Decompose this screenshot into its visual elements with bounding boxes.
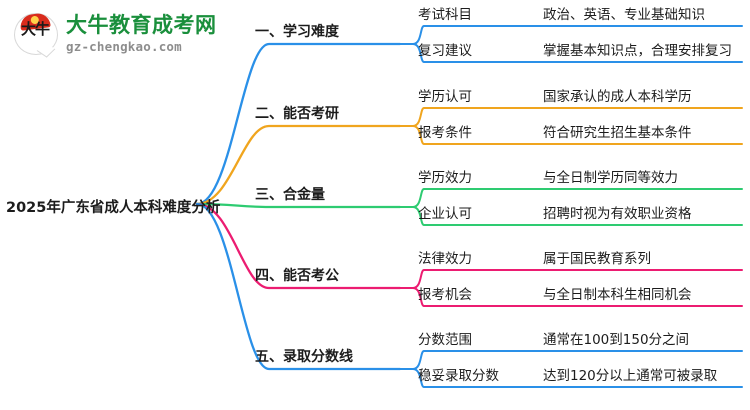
sub-node-key: 稳妥录取分数 [418,368,499,384]
sub-node-key: 报考条件 [418,125,472,141]
branch-node-label: 三、合金量 [255,187,325,203]
sub-node-key: 分数范围 [418,332,472,348]
sub-node-key: 企业认可 [418,206,472,222]
branch-node-label: 一、学习难度 [255,24,339,40]
branch-node-label: 五、录取分数线 [255,349,353,365]
branch-node-label: 二、能否考研 [255,106,339,122]
sub-node-value: 符合研究生招生基本条件 [543,125,692,141]
sub-node-value: 招聘时视为有效职业资格 [543,206,692,222]
sub-node-key: 报考机会 [418,287,472,303]
site-logo: 大牛 大牛教育成考网 gz-chengkao.com [14,8,229,60]
root-node-label: 2025年广东省成人本科难度分析 [6,200,221,216]
sub-node-value: 属于国民教育系列 [543,251,651,267]
sub-node-value: 与全日制本科生相同机会 [543,287,692,303]
branch-node-label: 四、能否考公 [255,268,339,284]
sub-node-key: 考试科目 [418,7,472,23]
sub-node-value: 政治、英语、专业基础知识 [543,7,705,23]
logo-mark-icon: 大牛 [14,11,60,58]
logo-title: 大牛教育成考网 [66,12,217,37]
sub-node-value: 通常在100到150分之间 [543,332,690,348]
sub-node-key: 法律效力 [418,251,472,267]
sub-node-key: 复习建议 [418,43,472,59]
logo-mark-text: 大牛 [20,20,50,38]
sub-node-key: 学历效力 [418,170,472,186]
logo-url: gz-chengkao.com [66,38,182,54]
sub-node-value: 与全日制学历同等效力 [543,170,678,186]
sub-node-key: 学历认可 [418,89,472,105]
logo-wordmark: 大牛教育成考网 gz-chengkao.com [66,12,217,54]
sub-node-value: 掌握基本知识点，合理安排复习 [543,43,732,59]
sub-node-value: 达到120分以上通常可被录取 [543,368,718,384]
sub-node-value: 国家承认的成人本科学历 [543,89,692,105]
